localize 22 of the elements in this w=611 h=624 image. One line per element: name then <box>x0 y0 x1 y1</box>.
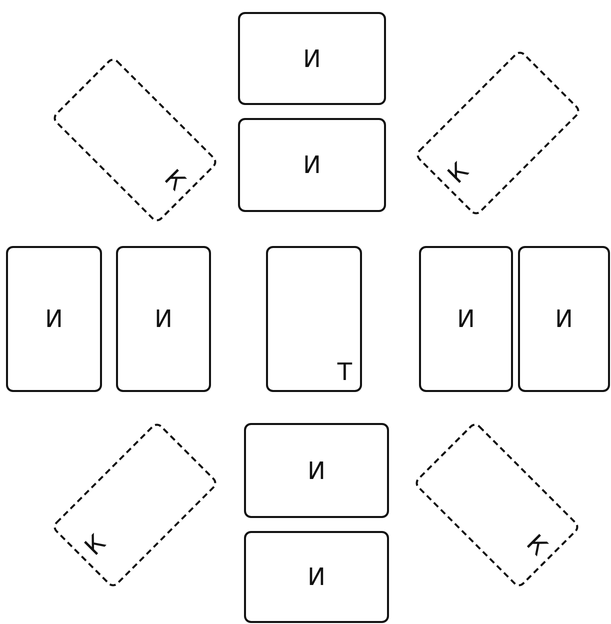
card-label: К <box>444 158 473 188</box>
card-label: К <box>160 165 190 194</box>
card <box>518 246 610 392</box>
card-label: К <box>80 530 110 560</box>
card <box>238 118 386 212</box>
card <box>6 246 102 392</box>
card <box>419 246 513 392</box>
card-label: И <box>303 153 321 177</box>
card <box>244 423 389 518</box>
card-label: К <box>522 530 552 560</box>
card <box>266 246 362 392</box>
card-label: И <box>308 565 326 589</box>
card-label: И <box>457 307 475 331</box>
card-label: И <box>308 458 326 482</box>
card <box>116 246 211 392</box>
card <box>244 531 389 623</box>
card <box>238 12 386 105</box>
card-label: И <box>303 46 321 70</box>
card-label: Т <box>337 360 352 384</box>
card-label: И <box>45 307 63 331</box>
card-label: И <box>154 307 172 331</box>
card-label: И <box>555 307 573 331</box>
